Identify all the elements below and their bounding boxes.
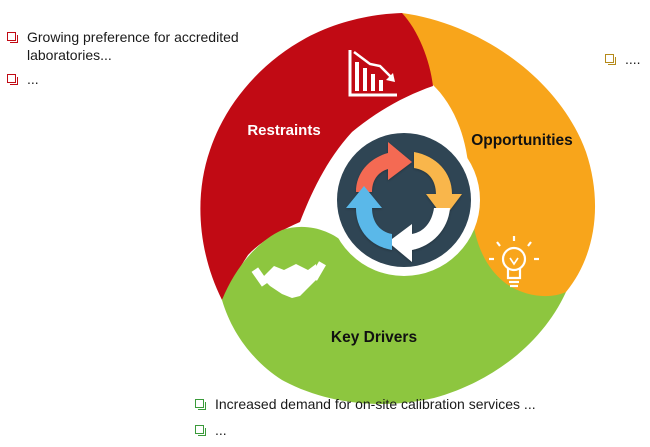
cycle-arrow-salmon [356, 142, 412, 192]
drivers-label: Key Drivers [331, 329, 417, 346]
lightbulb-icon [489, 236, 539, 288]
checkbox-bullet-icon [605, 54, 616, 65]
opportunities-list: .... [603, 50, 648, 68]
list-item: ... [193, 421, 613, 439]
checkbox-bullet-icon [7, 74, 18, 85]
restraints-list: Growing preference for accredited labora… [5, 28, 275, 94]
cycle-arrow-yellow [414, 152, 462, 218]
list-item: Increased demand for on-site calibration… [193, 395, 613, 413]
cycle-arrow-white [388, 208, 450, 262]
opportunities-segment [402, 13, 596, 301]
restraints-item-2: ... [27, 71, 39, 87]
cycle-arrows-icon [346, 142, 462, 262]
checkbox-bullet-icon [195, 425, 206, 436]
cycle-arrow-blue [346, 186, 392, 250]
opportunities-label: Opportunities [471, 132, 573, 149]
declining-bar-chart-icon [348, 50, 397, 97]
restraints-item-1: Growing preference for accredited labora… [27, 29, 239, 63]
drivers-segment [222, 212, 566, 404]
drivers-item-1: Increased demand for on-site calibration… [215, 396, 536, 412]
restraints-label: Restraints [247, 122, 320, 139]
checkbox-bullet-icon [195, 399, 206, 410]
handshake-icon [251, 261, 326, 298]
opportunities-item-1: .... [625, 51, 641, 67]
drivers-list: Increased demand for on-site calibration… [193, 395, 613, 447]
list-item: .... [603, 50, 648, 68]
drivers-item-2: ... [215, 422, 227, 438]
list-item: Growing preference for accredited labora… [5, 28, 275, 64]
checkbox-bullet-icon [7, 32, 18, 43]
list-item: ... [5, 70, 275, 88]
